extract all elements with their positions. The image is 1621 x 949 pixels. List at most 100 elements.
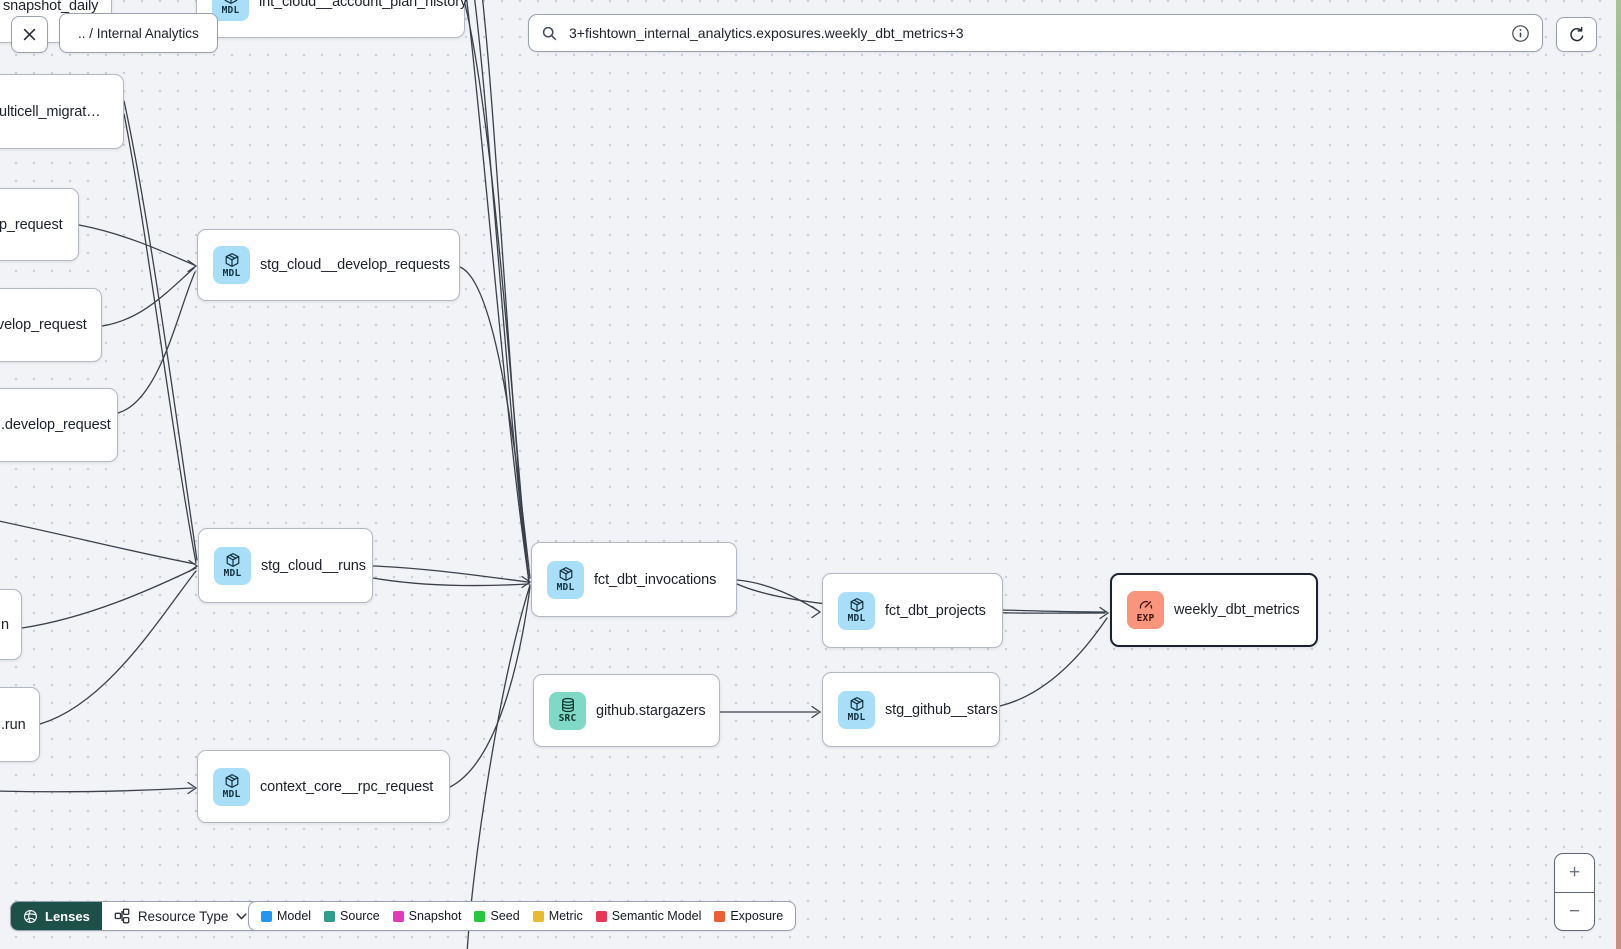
badge-label: SRC xyxy=(558,713,577,725)
selector-search-input[interactable] xyxy=(567,24,1502,42)
lens-aperture-icon xyxy=(23,909,38,924)
node-label: stg_cloud__develop_requests xyxy=(260,257,450,273)
search-icon xyxy=(541,25,558,42)
node-label: context_core__rpc_request xyxy=(260,778,434,795)
edge-run_node-to-stg_cloud__runs xyxy=(39,570,197,725)
info-icon[interactable] xyxy=(1511,24,1530,43)
model-cube-icon xyxy=(224,773,240,789)
breadcrumb[interactable]: .. / Internal Analytics xyxy=(59,13,218,53)
legend-item-snapshot: Snapshot xyxy=(392,909,462,923)
desktop-edge-sliver xyxy=(1616,0,1621,949)
graph-node-int_cloud__account_plan_history[interactable]: MDL int_cloud__account_plan_history xyxy=(196,0,468,38)
refresh-button[interactable] xyxy=(1556,17,1597,52)
graph-node-context_core__rpc_request[interactable]: MDL context_core__rpc_request xyxy=(197,750,450,823)
graph-node-run_node[interactable]: .run xyxy=(0,687,40,762)
legend-swatch xyxy=(714,910,726,922)
zoom-in-button[interactable]: + xyxy=(1568,862,1581,884)
edge-stg_cloud__runs-to-fct_dbt_invocations xyxy=(372,577,529,587)
legend-label: Model xyxy=(277,909,312,923)
zoom-divider xyxy=(1555,891,1594,893)
legend-swatch xyxy=(474,910,486,922)
edge-stg_github__stars-to-weekly_dbt_metrics xyxy=(999,617,1108,707)
badge-label: MDL xyxy=(223,568,242,580)
graph-node-develop_request[interactable]: develop_request xyxy=(0,288,102,362)
edge-offscreen-top-to-fct_dbt_invocations xyxy=(481,0,530,584)
edge-arrowhead xyxy=(521,575,532,589)
model-cube-icon xyxy=(225,552,241,568)
legend-label: Exposure xyxy=(730,909,784,923)
lenses-button[interactable]: Lenses xyxy=(11,902,102,930)
legend-item-model: Model xyxy=(261,909,311,923)
edge-multicell_migrat-to-stg_cloud__runs xyxy=(123,100,198,561)
edge-multicell_migrat-to-stg_cloud__runs xyxy=(123,113,197,564)
model-badge: MDL xyxy=(547,560,584,599)
node-label: int_cloud__account_plan_history xyxy=(259,0,468,10)
edge-fct_dbt_projects-to-weekly_dbt_metrics xyxy=(1002,609,1106,613)
graph-node-n_node[interactable]: n xyxy=(0,589,22,660)
legend-label: Semantic Model xyxy=(611,909,702,923)
legend-label: Snapshot xyxy=(408,909,462,923)
edge-arrowhead xyxy=(811,605,822,619)
model-cube-icon xyxy=(558,566,574,582)
node-label: develop_request xyxy=(0,317,87,333)
edge-offscreen-bottom-to-fct_dbt_invocations xyxy=(466,584,531,949)
resource-type-label: Resource Type xyxy=(137,908,229,924)
node-label: fct_dbt_projects xyxy=(885,602,986,619)
node-label: stg_github__stars xyxy=(885,701,998,718)
legend-label: Metric xyxy=(548,909,583,923)
badge-label: MDL xyxy=(847,613,866,625)
badge-label: MDL xyxy=(556,582,575,594)
lenses-label: Lenses xyxy=(45,908,90,924)
graph-node-stg_cloud__runs[interactable]: MDL stg_cloud__runs xyxy=(198,528,373,603)
model-cube-icon xyxy=(223,0,239,5)
edge-arrowhead xyxy=(187,781,198,795)
graph-node-dot_develop_request[interactable]: .develop_request xyxy=(0,388,118,462)
graph-node-op_request[interactable]: op_request xyxy=(0,188,79,261)
edge-offscreen-left-to-stg_cloud__runs xyxy=(0,520,196,565)
graph-node-fct_dbt_projects[interactable]: MDL fct_dbt_projects xyxy=(822,573,1003,648)
legend-swatch xyxy=(261,910,272,922)
node-label: github.stargazers xyxy=(596,702,706,719)
legend-swatch xyxy=(324,910,336,922)
close-button[interactable] xyxy=(11,16,48,53)
badge-label: MDL xyxy=(221,4,240,16)
legend-item-seed: Seed xyxy=(474,909,520,923)
node-label: multicell_migrat… xyxy=(0,103,101,120)
edge-dot_develop_request-to-stg_cloud__develop_requests xyxy=(117,271,196,414)
node-label: stg_cloud__runs xyxy=(261,557,366,574)
model-badge: MDL xyxy=(838,591,875,630)
edge-arrowhead xyxy=(187,259,198,273)
breadcrumb-label: .. / Internal Analytics xyxy=(78,25,199,41)
node-label: snapshot_daily xyxy=(3,0,99,14)
model-badge: MDL xyxy=(212,0,249,21)
node-label: .develop_request xyxy=(1,417,111,433)
edge-fct_dbt_invocations-to-fct_dbt_projects xyxy=(736,579,818,611)
legend-label: Source xyxy=(340,909,380,923)
legend-item-exposure: Exposure xyxy=(714,909,783,923)
graph-node-stg_github__stars[interactable]: MDL stg_github__stars xyxy=(822,672,1000,747)
badge-label: MDL xyxy=(222,789,241,801)
model-cube-icon xyxy=(849,597,865,613)
lenses-bar: Lenses Resource Type xyxy=(10,901,261,931)
exposure-badge: EXP xyxy=(1127,591,1164,629)
selector-search-bar xyxy=(528,14,1543,52)
model-cube-icon xyxy=(224,252,240,268)
legend-swatch xyxy=(595,910,607,922)
graph-node-multicell_migrat[interactable]: multicell_migrat… xyxy=(0,74,124,149)
model-badge: MDL xyxy=(213,767,250,806)
graph-node-github_stargazers[interactable]: SRC github.stargazers xyxy=(533,674,720,747)
badge-label: MDL xyxy=(222,267,241,279)
model-badge: MDL xyxy=(838,690,875,729)
graph-node-stg_cloud__develop_requests[interactable]: MDL stg_cloud__develop_requests xyxy=(197,229,460,301)
edge-develop_request-to-stg_cloud__develop_requests xyxy=(101,267,195,327)
edge-op_request-to-stg_cloud__develop_requests xyxy=(78,224,195,266)
resource-type-legend: Model Source Snapshot Seed Metric Semantic Mo… xyxy=(248,901,797,931)
badge-label: MDL xyxy=(847,712,866,724)
zoom-out-button[interactable]: − xyxy=(1568,900,1581,922)
chevron-down-icon xyxy=(236,912,247,920)
resource-type-dropdown[interactable]: Resource Type xyxy=(102,902,260,930)
zoom-control: + − xyxy=(1554,853,1595,931)
